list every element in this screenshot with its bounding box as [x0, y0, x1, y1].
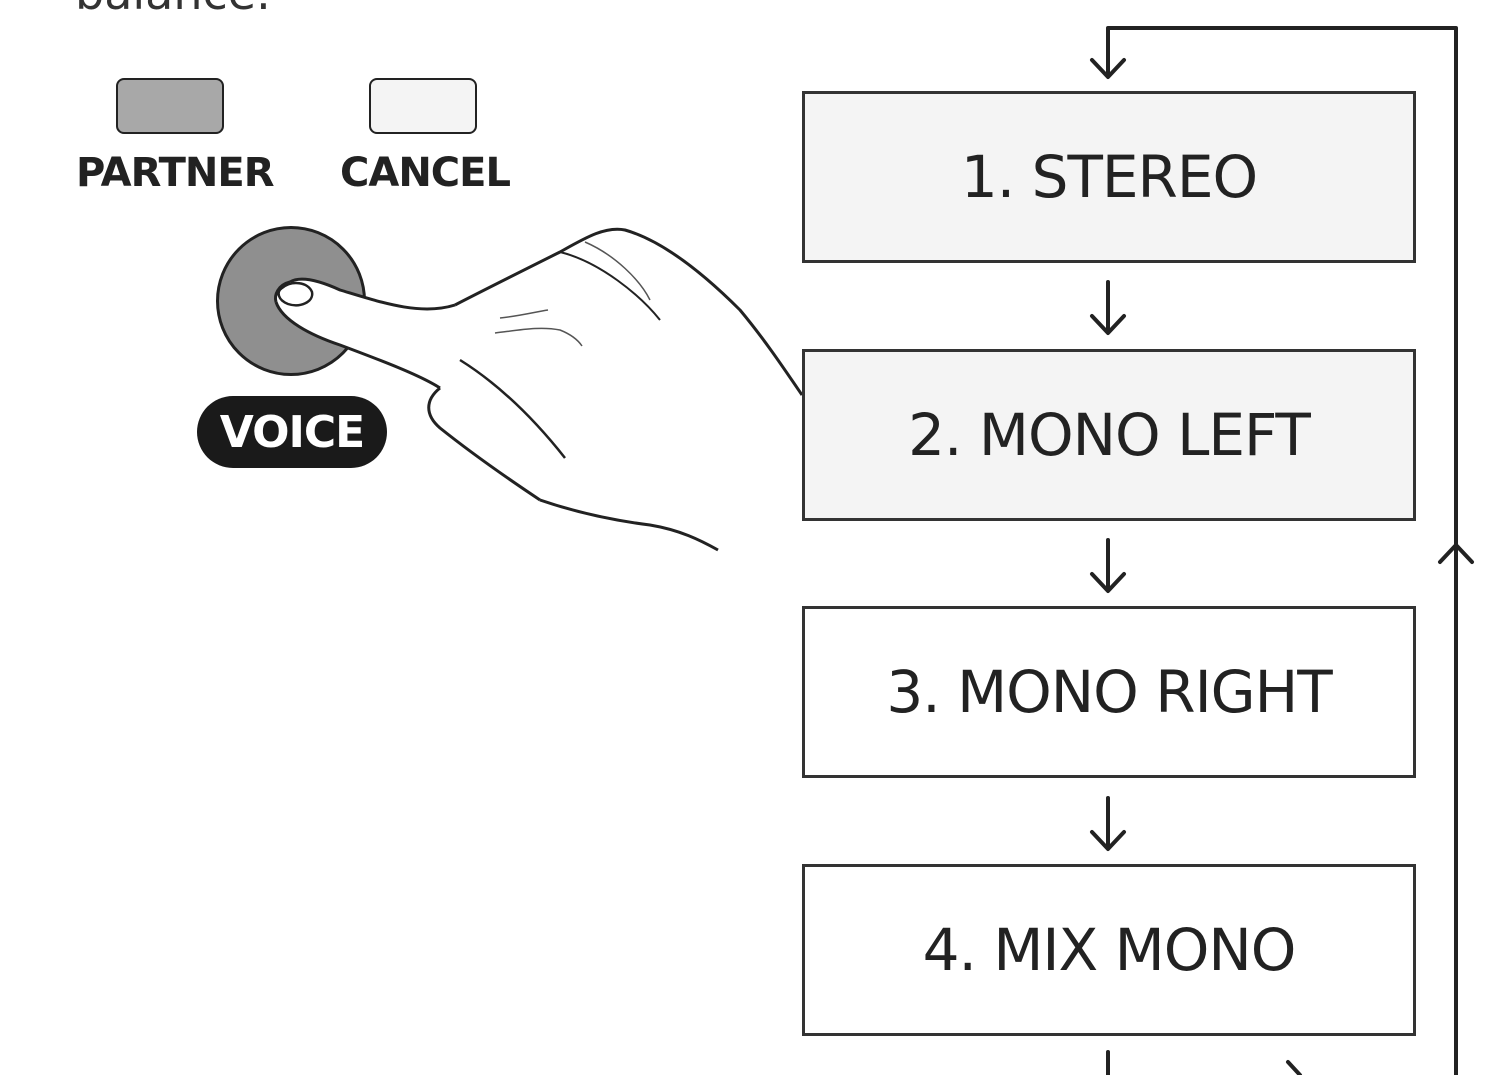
voice-button[interactable] — [216, 226, 366, 376]
up-arrow-icon — [1438, 543, 1474, 564]
instruction-text-fragment: balance. — [75, 0, 271, 20]
cancel-label: CANCEL — [340, 150, 511, 196]
partner-label: PARTNER — [76, 150, 274, 196]
voice-label: VOICE — [197, 396, 387, 468]
partner-led-indicator — [116, 78, 224, 134]
down-arrow-icon — [1090, 58, 1126, 79]
mode-box-mono-right: 3. MONO RIGHT — [802, 606, 1416, 778]
cancel-led-indicator — [369, 78, 477, 134]
mode-box-mono-left: 2. MONO LEFT — [802, 349, 1416, 521]
mode-box-mix-mono: 4. MIX MONO — [802, 864, 1416, 1036]
mode-box-stereo: 1. STEREO — [802, 91, 1416, 263]
